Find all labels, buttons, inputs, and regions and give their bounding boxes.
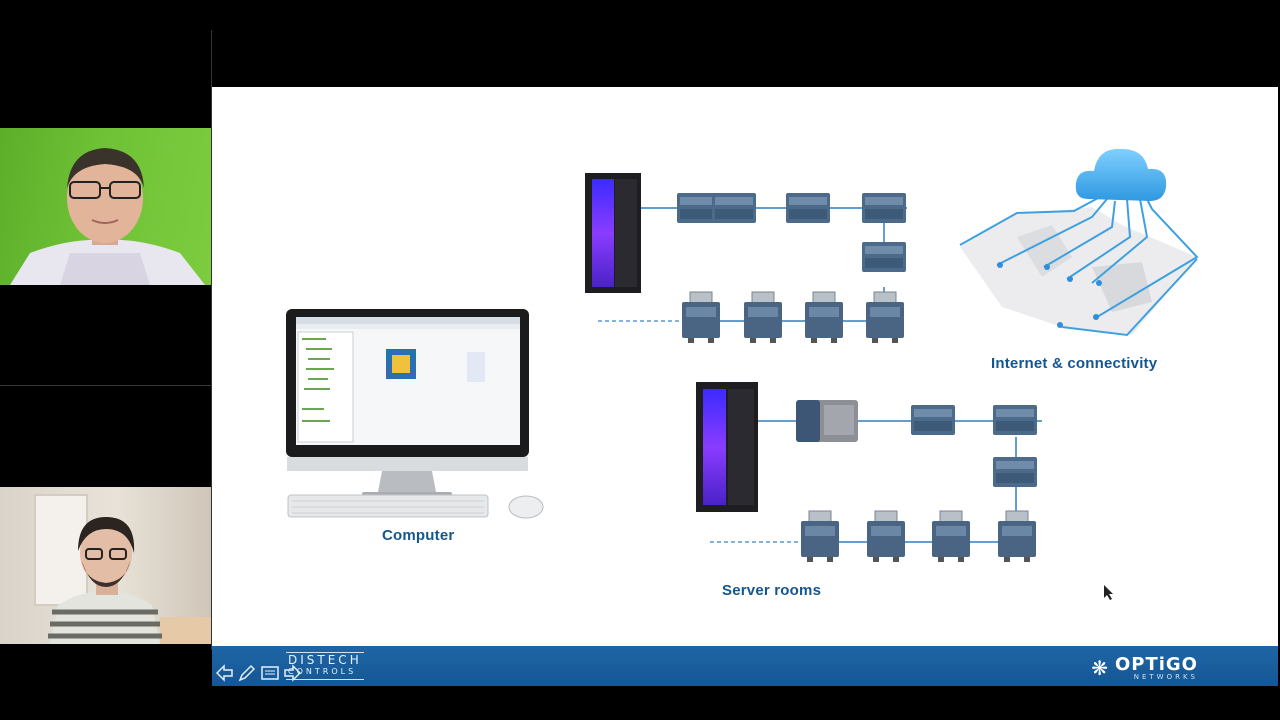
- participant-panel: [0, 0, 212, 720]
- optigo-logo-icon: ❋: [1091, 658, 1108, 680]
- panel-edge: [211, 30, 212, 650]
- label-internet-connectivity: Internet & connectivity: [991, 355, 1158, 372]
- mouse-cursor-icon: [1104, 585, 1113, 600]
- slide-footer-bar: DISTECH CONTROLS ❋ OPTiGO NETWORKS: [212, 646, 1278, 686]
- distech-controls-logo: DISTECH CONTROLS: [286, 652, 364, 680]
- previous-arrow-icon[interactable]: [216, 664, 234, 682]
- cloud-icon: [1075, 148, 1167, 201]
- participant-divider: [0, 385, 212, 386]
- presentation-slide: Internet & connectivity Computer Server …: [212, 87, 1278, 646]
- cloud-network-graphic: [959, 148, 1199, 337]
- distech-logo-line2: CONTROLS: [288, 667, 357, 676]
- pencil-icon[interactable]: [238, 664, 256, 682]
- label-computer: Computer: [382, 527, 455, 544]
- participant-2-figure: [34, 494, 211, 644]
- computer-graphic: [286, 309, 544, 519]
- optigo-logo-line2: NETWORKS: [1133, 673, 1198, 681]
- network-diagram: [286, 148, 1199, 600]
- participant-1-figure: [10, 148, 205, 285]
- top-network: [585, 173, 907, 344]
- participant-video-1[interactable]: [0, 128, 211, 285]
- slides-menu-icon[interactable]: [261, 664, 279, 682]
- distech-logo-line1: DISTECH: [288, 653, 362, 667]
- optigo-logo-line1: OPTiGO: [1114, 654, 1198, 675]
- label-server-rooms: Server rooms: [722, 582, 822, 599]
- participant-video-2[interactable]: [0, 487, 211, 644]
- bottom-network: [696, 382, 1042, 563]
- next-arrow-icon[interactable]: [283, 664, 301, 682]
- optigo-networks-logo: OPTiGO NETWORKS: [1115, 654, 1198, 681]
